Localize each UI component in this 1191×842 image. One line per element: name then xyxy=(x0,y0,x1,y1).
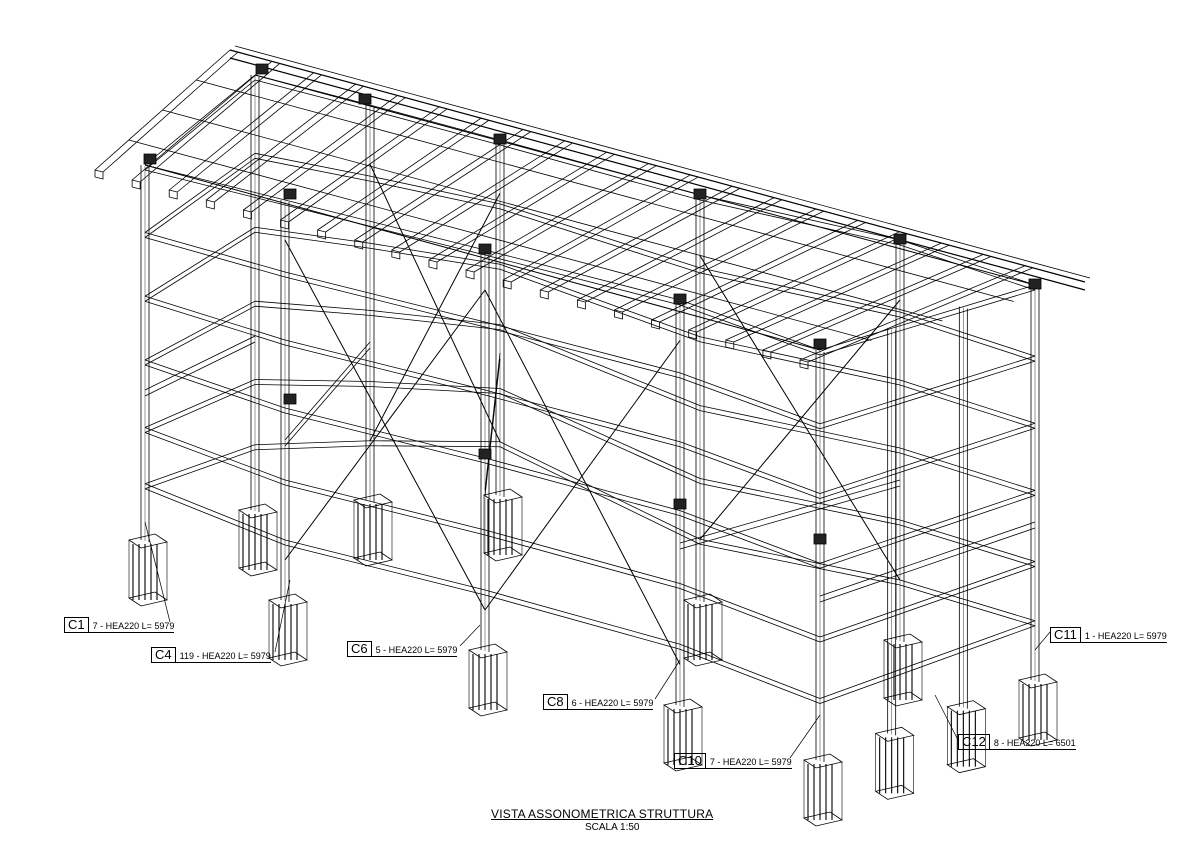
label-c1-desc: 7 - HEA220 L= 5979 xyxy=(88,620,175,633)
label-c10-code: C10 xyxy=(674,753,706,769)
drawing-scale: SCALA 1:50 xyxy=(585,822,640,833)
label-leaders xyxy=(145,522,1050,758)
drawing-title: VISTA ASSONOMETRICA STRUTTURA xyxy=(491,807,714,821)
steel-frame xyxy=(95,46,1090,826)
label-c12-code: C12 xyxy=(958,734,990,750)
label-c11-code: C11 xyxy=(1050,627,1081,643)
label-c10-desc: 7 - HEA220 L= 5979 xyxy=(705,756,792,769)
label-c6-code: C6 xyxy=(347,641,372,657)
label-c4-desc: 119 - HEA220 L= 5979 xyxy=(175,650,271,663)
label-c12-desc: 8 - HEA220 L= 6501 xyxy=(989,737,1076,750)
label-c4-code: C4 xyxy=(151,647,176,663)
label-c11-desc: 1 - HEA220 L= 5979 xyxy=(1080,630,1167,643)
label-c6-desc: 5 - HEA220 L= 5979 xyxy=(371,644,458,657)
label-c8-desc: 6 - HEA220 L= 5979 xyxy=(567,697,654,710)
label-c1-code: C1 xyxy=(64,617,89,633)
label-c8-code: C8 xyxy=(543,694,568,710)
